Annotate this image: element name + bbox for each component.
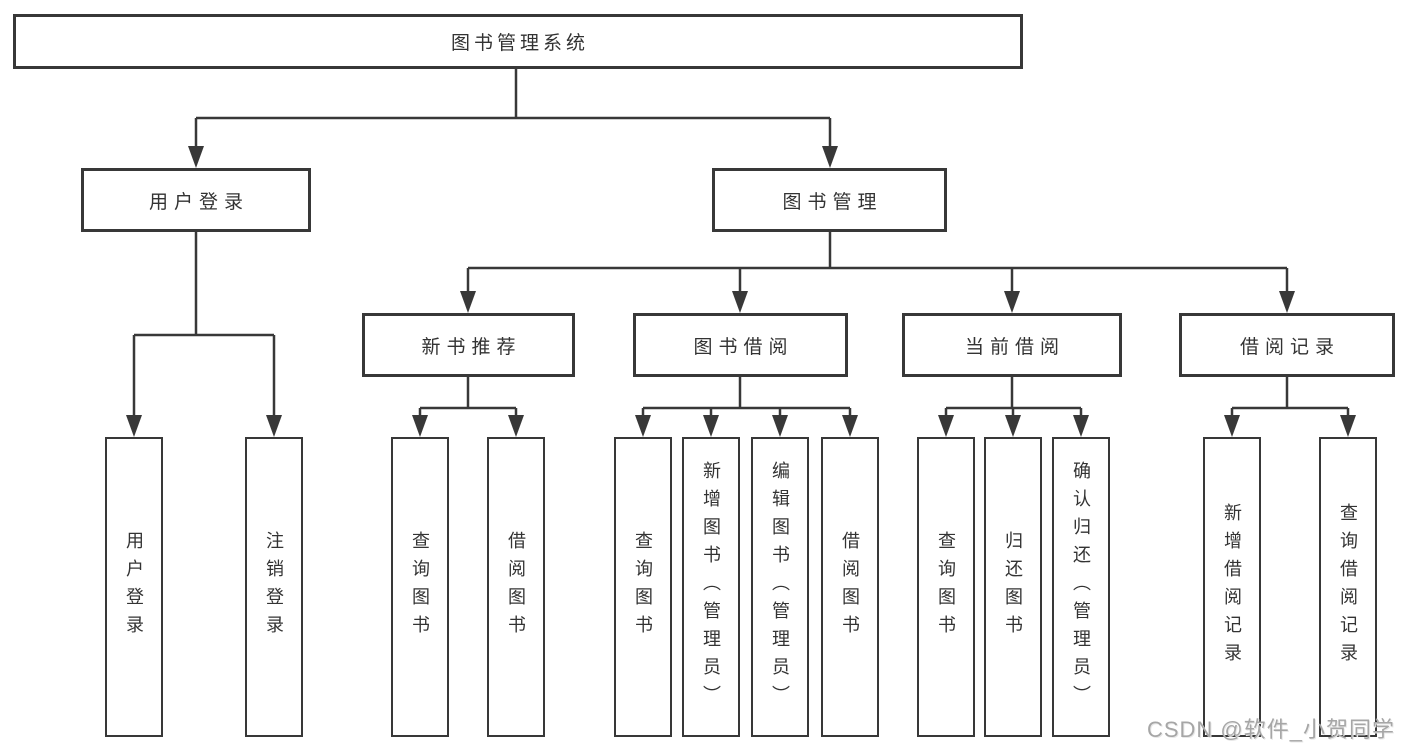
- leaf-query-borrow-record: 查询借阅记录: [1319, 437, 1377, 737]
- node-label: 用户登录: [148, 191, 249, 213]
- leaf-return-books: 归还图书: [984, 437, 1042, 737]
- leaf-logout: 注销登录: [245, 437, 303, 737]
- leaf-edit-books-admin: 编辑图书（管理员）: [751, 437, 809, 737]
- csdn-watermark: CSDN @软件_小贺同学: [1146, 717, 1395, 742]
- leaf-borrow-books-2: 借阅图书: [821, 437, 879, 737]
- arrowhead-book-management: [822, 146, 838, 168]
- leaf-label: 新增图书（管理员）: [701, 461, 721, 713]
- leaf-label: 用户登录: [124, 531, 144, 643]
- node-borrow-records: 借阅记录: [1179, 313, 1395, 377]
- node-label: 借阅记录: [1239, 336, 1340, 358]
- node-label: 图书管理: [782, 191, 883, 213]
- arrowhead-user-login: [188, 146, 204, 168]
- leaf-borrow-books-1: 借阅图书: [487, 437, 545, 737]
- leaf-add-books-admin: 新增图书（管理员）: [682, 437, 740, 737]
- node-label: 当前借阅: [964, 336, 1065, 358]
- node-book-management: 图书管理: [712, 168, 947, 232]
- leaf-query-books-1: 查询图书: [391, 437, 449, 737]
- node-label: 图书管理系统: [450, 33, 589, 54]
- leaf-query-books-3: 查询图书: [917, 437, 975, 737]
- node-book-borrow: 图书借阅: [633, 313, 848, 377]
- node-user-login: 用户登录: [81, 168, 311, 232]
- node-current-borrow: 当前借阅: [902, 313, 1122, 377]
- leaf-label: 查询图书: [410, 531, 430, 643]
- leaf-label: 借阅图书: [840, 531, 860, 643]
- leaf-label: 查询借阅记录: [1338, 503, 1358, 671]
- leaf-label: 编辑图书（管理员）: [770, 461, 790, 713]
- leaf-label: 归还图书: [1003, 531, 1023, 643]
- leaf-label: 确认归还（管理员）: [1071, 461, 1091, 713]
- leaf-label: 查询图书: [936, 531, 956, 643]
- leaf-add-borrow-record: 新增借阅记录: [1203, 437, 1261, 737]
- leaf-label: 新增借阅记录: [1222, 503, 1242, 671]
- leaf-label: 查询图书: [633, 531, 653, 643]
- leaf-label: 借阅图书: [506, 531, 526, 643]
- node-label: 新书推荐: [421, 336, 522, 358]
- node-label: 图书借阅: [693, 336, 794, 358]
- leaf-query-books-2: 查询图书: [614, 437, 672, 737]
- node-library-management-system: 图书管理系统: [13, 14, 1023, 69]
- leaf-user-login: 用户登录: [105, 437, 163, 737]
- node-new-book-recommend: 新书推荐: [362, 313, 575, 377]
- leaf-confirm-return-admin: 确认归还（管理员）: [1052, 437, 1110, 737]
- leaf-label: 注销登录: [264, 531, 284, 643]
